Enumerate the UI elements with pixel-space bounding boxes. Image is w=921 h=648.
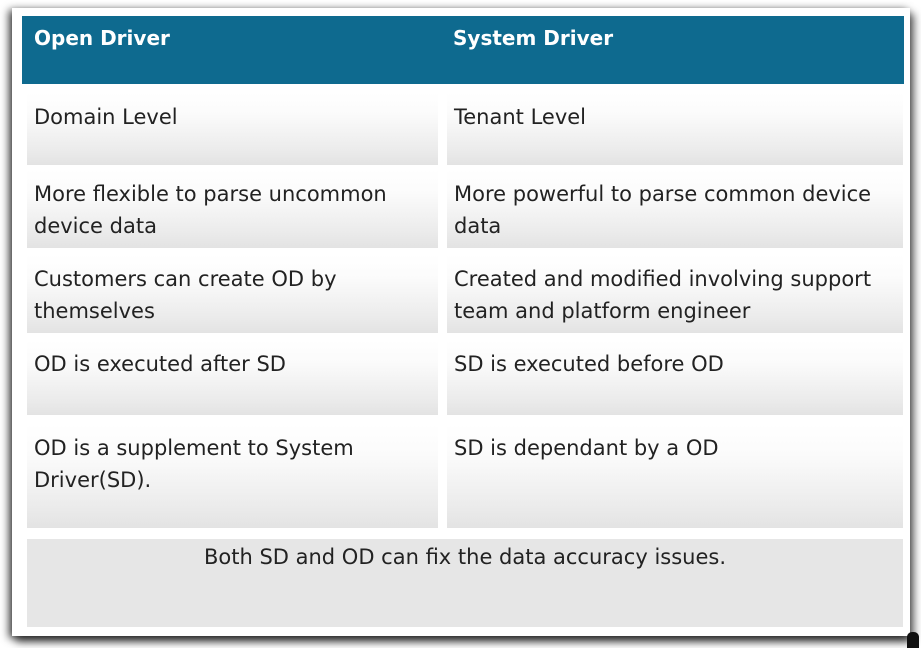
row-5-open-driver: OD is a supplement to System Driver(SD). (27, 424, 438, 528)
header-open-driver: Open Driver (34, 26, 170, 50)
corner-mark (907, 632, 919, 648)
row-3-system-driver: Created and modified involving support t… (447, 255, 903, 333)
row-2-system-driver: More powerful to parse common device dat… (447, 170, 903, 248)
row-2-open-driver: More flexible to parse uncommon device d… (27, 170, 438, 248)
row-3-open-driver: Customers can create OD by themselves (27, 255, 438, 333)
row-4-open-driver: OD is executed after SD (27, 340, 438, 415)
table-footer-note: Both SD and OD can fix the data accuracy… (27, 539, 903, 627)
row-4-system-driver: SD is executed before OD (447, 340, 903, 415)
row-5-system-driver: SD is dependant by a OD (447, 424, 903, 528)
row-1-system-driver: Tenant Level (447, 93, 903, 165)
row-1-open-driver: Domain Level (27, 93, 438, 165)
header-system-driver: System Driver (453, 26, 614, 50)
table-header: Open Driver System Driver (22, 16, 904, 84)
